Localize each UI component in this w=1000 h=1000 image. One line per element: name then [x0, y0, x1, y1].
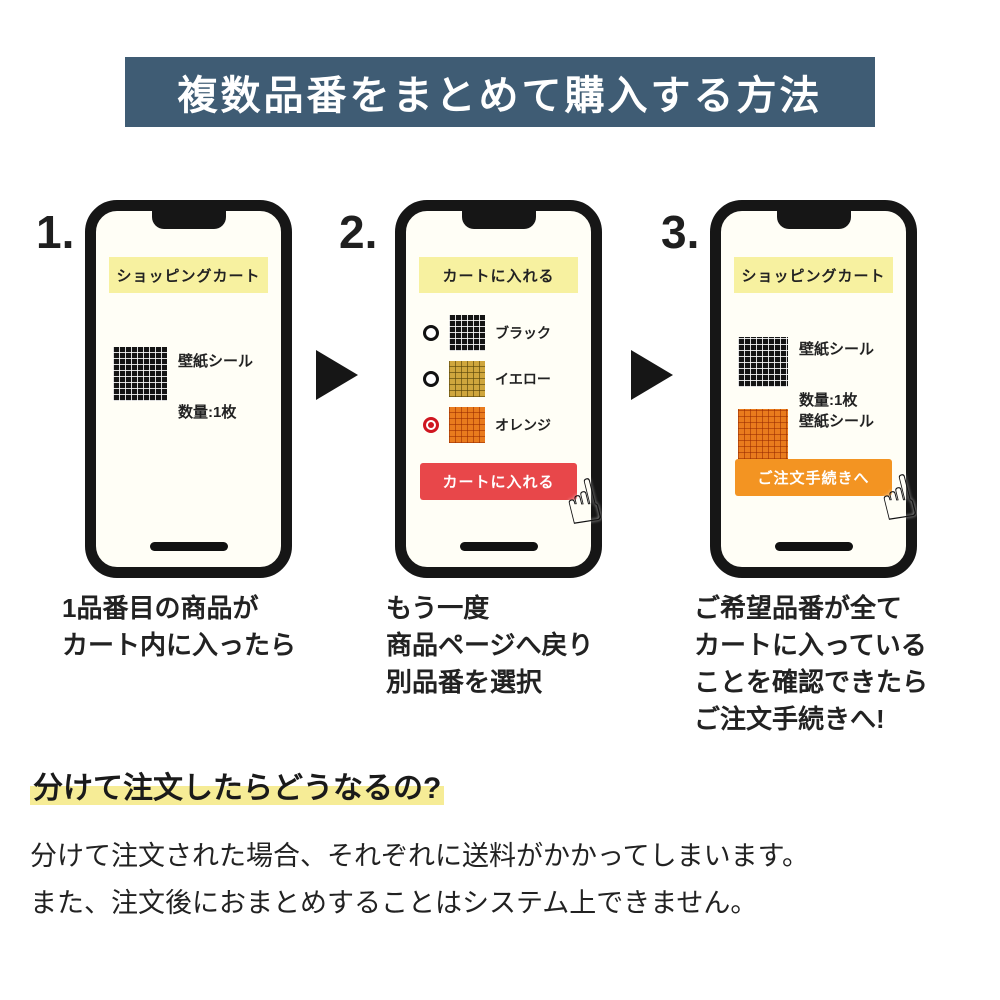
phone-home-bar — [774, 542, 853, 551]
footer-heading: 分けて注文したらどうなるの? — [30, 763, 445, 807]
step-number-3: 3. — [661, 206, 700, 258]
phone-notch — [461, 209, 536, 229]
product-info: 壁紙シール 数量:1枚 — [178, 323, 253, 425]
orange-tile-swatch — [738, 409, 788, 459]
cart-product-row: 壁紙シール 数量:1枚 — [738, 311, 896, 413]
product-qty: 数量:1枚 — [178, 403, 237, 421]
add-to-cart-button: カートに入れる ☝ — [420, 463, 611, 542]
option-label: オレンジ — [495, 417, 551, 433]
footer-heading-text: 分けて注文したらどうなるの? — [30, 772, 445, 805]
arrow-right-icon — [631, 350, 673, 400]
product-name: 壁紙シール — [178, 352, 254, 370]
black-tile-swatch — [738, 337, 788, 387]
footer-body-text: 分けて注文された場合、それぞれに送料がかかってしまいます。 また、注文後におまと… — [30, 841, 809, 919]
screen-banner-cart: ショッピングカート — [734, 257, 893, 293]
hand-cursor-icon: ☝ — [557, 464, 611, 542]
screen-banner-add-to-cart: カートに入れる — [419, 257, 578, 293]
product-name: 壁紙シール — [799, 340, 875, 358]
radio-unselected-icon — [423, 371, 439, 387]
radio-selected-icon — [423, 417, 439, 433]
option-label: ブラック — [495, 325, 551, 341]
product-qty: 数量:1枚 — [799, 391, 858, 409]
step-number-1: 1. — [36, 206, 75, 258]
arrow-right-icon — [316, 350, 358, 400]
checkout-button: ご注文手続きへ ☝ — [735, 459, 926, 538]
step2-caption: もう一度 商品ページへ戻り 別品番を選択 — [386, 593, 594, 697]
option-label: イエロー — [495, 371, 551, 387]
cart-product-row: 壁紙シール 数量:1枚 — [113, 323, 271, 425]
product-name: 壁紙シール — [799, 412, 875, 430]
phone-mockup-step1: ショッピングカート 壁紙シール 数量:1枚 — [85, 200, 292, 578]
step-number-2: 2. — [339, 206, 378, 258]
product-info: 壁紙シール 数量:1枚 — [799, 311, 874, 413]
color-option-yellow: イエロー — [423, 361, 551, 397]
black-tile-swatch — [113, 347, 167, 401]
phone-notch — [151, 209, 226, 229]
phone-mockup-step2: カートに入れる ブラック イエロー オレンジ カートに入れる ☝ — [395, 200, 611, 578]
color-option-black: ブラック — [423, 315, 551, 351]
orange-tile-swatch — [449, 407, 485, 443]
add-to-cart-button-label: カートに入れる — [442, 474, 555, 491]
checkout-button-label: ご注文手続きへ — [757, 470, 870, 487]
step1-caption: 1品番目の商品が カート内に入ったら — [62, 593, 297, 660]
color-option-orange: オレンジ — [423, 407, 551, 443]
phone-mockup-step3: ショッピングカート 壁紙シール 数量:1枚 壁紙シール 数量:1枚 ご注文手続き… — [710, 200, 926, 578]
step3-caption: ご希望品番が全て カートに入っている ことを確認できたら ご注文手続きへ! — [694, 593, 929, 734]
yellow-tile-swatch — [449, 361, 485, 397]
screen-banner-cart: ショッピングカート — [109, 257, 268, 293]
page-title: 複数品番をまとめて購入する方法 — [125, 57, 875, 127]
hand-cursor-icon: ☝ — [872, 460, 926, 538]
black-tile-swatch — [449, 315, 485, 351]
phone-home-bar — [149, 542, 228, 551]
phone-notch — [776, 209, 851, 229]
radio-unselected-icon — [423, 325, 439, 341]
phone-home-bar — [459, 542, 538, 551]
